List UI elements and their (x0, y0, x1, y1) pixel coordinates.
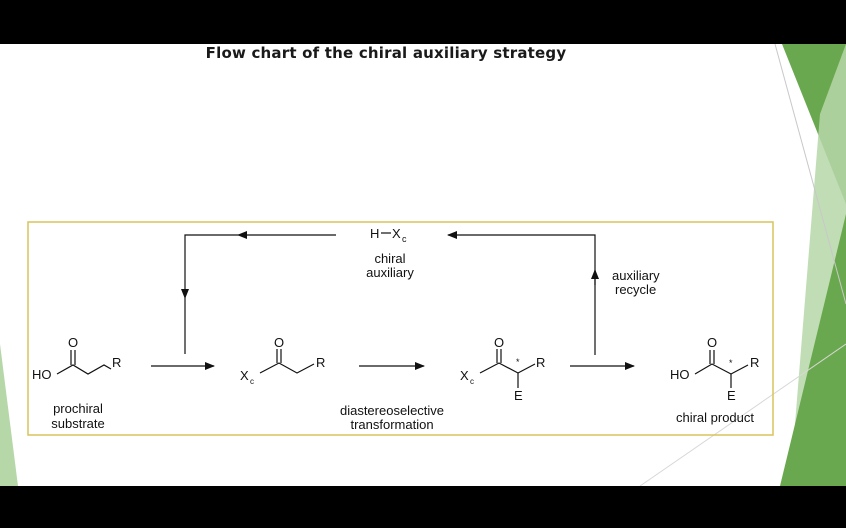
mol3-r: R (536, 355, 545, 370)
green-corner-decoration (0, 44, 846, 486)
mol4-e: E (727, 388, 736, 403)
mol4-stereo: * (729, 358, 733, 368)
mol2-r: R (316, 355, 325, 370)
bottom-letterbox (0, 486, 846, 528)
mol4-o: O (707, 335, 717, 350)
molecule-prochiral-substrate: HO O R prochiral substrate (32, 335, 121, 431)
mol2-x: X (240, 368, 249, 383)
molecule-auxiliary-amide: X c O R (240, 335, 325, 386)
molecule-chiral-product: HO O R * E chiral product (670, 335, 759, 425)
mol4-label: chiral product (676, 410, 754, 425)
reagent-h: H (370, 226, 379, 241)
mol3-sub: c (470, 377, 474, 386)
mol4-ho: HO (670, 367, 690, 382)
slide-title: Flow chart of the chiral auxiliary strat… (0, 44, 846, 62)
mol1-label-1: prochiral (53, 401, 103, 416)
decor-green-left (0, 344, 18, 486)
mol3-stereo: * (516, 357, 520, 367)
mol3-e: E (514, 388, 523, 403)
mol1-r: R (112, 355, 121, 370)
reagent-sub: c (402, 234, 407, 244)
mol1-label-2: substrate (51, 416, 104, 431)
mol3-chain (479, 362, 536, 374)
mol3-x: X (460, 368, 469, 383)
slide-title-text: Flow chart of the chiral auxiliary strat… (205, 44, 567, 62)
mol2-chain (259, 362, 315, 374)
middle-label-2: transformation (350, 417, 433, 432)
mol1-o: O (68, 335, 78, 350)
slide (0, 44, 846, 486)
recycle-label-1: auxiliary (612, 268, 660, 283)
top-label-chiral: chiral (374, 251, 405, 266)
middle-label-1: diastereoselective (340, 403, 444, 418)
mol4-chain (694, 363, 749, 375)
top-letterbox (0, 0, 846, 44)
reagent-down-arrow (181, 234, 238, 299)
decor-line-1 (774, 44, 846, 305)
mol1-chain (56, 364, 112, 375)
molecule-alkylated-intermediate: X c O R * E (460, 335, 545, 403)
mol2-o: O (274, 335, 284, 350)
decor-line-2 (639, 343, 846, 486)
mol2-sub: c (250, 377, 254, 386)
recycle-label-2: recycle (615, 282, 656, 297)
mol3-o: O (494, 335, 504, 350)
scheme-frame (27, 221, 774, 436)
top-reagent: H X c (370, 226, 407, 244)
reagent-x: X (392, 226, 401, 241)
top-label-auxiliary: auxiliary (366, 265, 414, 280)
mol4-r: R (750, 355, 759, 370)
recycle-arrow-to-reagent (447, 231, 596, 355)
decor-green-dark-bottom (780, 214, 846, 486)
mol1-ho: HO (32, 367, 52, 382)
